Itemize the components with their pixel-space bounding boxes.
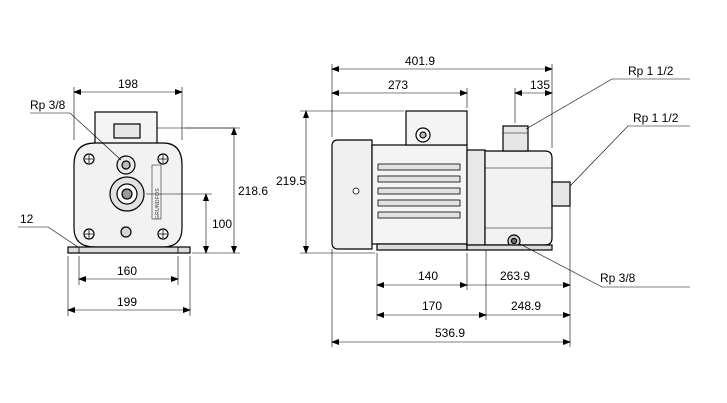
front-mounting-holes [83, 153, 169, 240]
side-motor-foot [376, 243, 468, 251]
side-pump-foot [466, 244, 553, 251]
side-outlet-port [502, 125, 529, 152]
side-pump-head [484, 150, 553, 246]
dim-side-inlet-drain: 248.9 [511, 299, 541, 313]
callout-front-port: Rp 3/8 [30, 98, 66, 112]
dim-side-foot-spacing: 140 [418, 269, 438, 283]
side-dimensions [300, 64, 690, 347]
dim-front-shaft-height: 100 [212, 217, 232, 231]
side-view [331, 110, 571, 251]
dim-side-bottom-left: 170 [422, 299, 442, 313]
side-inlet-port [551, 181, 571, 207]
front-logo-text: GRUNDFOS [155, 188, 161, 219]
dim-side-outlet-offset: 135 [530, 78, 550, 92]
dim-side-inlet-offset: 263.9 [500, 269, 530, 283]
side-cooling-fins [377, 163, 461, 219]
side-fan-cover [331, 139, 373, 250]
dim-front-top-width: 198 [118, 77, 138, 91]
front-view [67, 111, 234, 254]
dim-side-motor-length: 273 [388, 78, 408, 92]
dim-side-total-length: 401.9 [405, 54, 435, 68]
callout-side-outlet: Rp 1 1/2 [628, 64, 674, 78]
dim-front-base-width: 199 [117, 295, 137, 309]
callout-side-drain: Rp 3/8 [600, 271, 636, 285]
dim-side-height: 219.5 [276, 174, 306, 188]
front-base-foot [67, 246, 191, 254]
dim-front-height: 218.6 [238, 184, 268, 198]
dim-front-foot-spacing: 160 [117, 264, 137, 278]
side-motor-body [371, 144, 468, 245]
callout-front-foot-hole: 12 [20, 212, 34, 226]
side-terminal-box [405, 110, 468, 146]
front-dimensions [18, 87, 240, 316]
dim-side-overall-length: 536.9 [435, 326, 465, 340]
callout-side-inlet: Rp 1 1/2 [633, 111, 679, 125]
front-drain-port [120, 226, 132, 238]
